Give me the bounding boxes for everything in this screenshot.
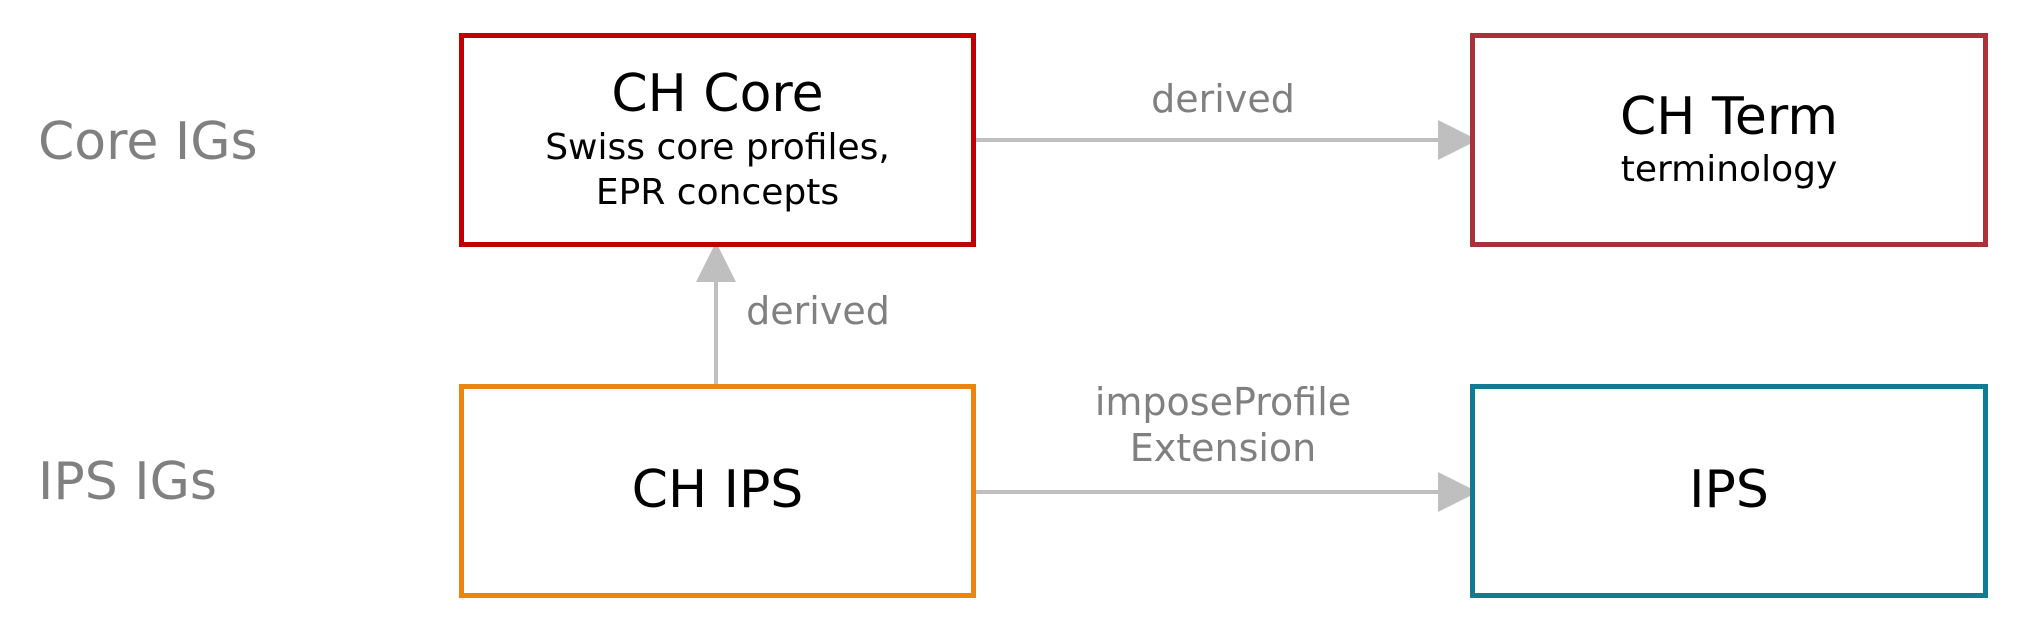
row-label-ips-igs: IPS IGs xyxy=(38,452,217,512)
node-ch-term-title: CH Term xyxy=(1620,86,1838,147)
row-label-core-igs: Core IGs xyxy=(38,112,258,172)
node-ch-core[interactable]: CH Core Swiss core profiles, EPR concept… xyxy=(459,33,976,247)
edge-label-chips-to-core: derived xyxy=(746,289,890,333)
node-ch-core-title: CH Core xyxy=(611,64,824,125)
node-ips-title: IPS xyxy=(1689,460,1769,521)
node-ips[interactable]: IPS xyxy=(1470,384,1988,598)
node-ch-core-subtitle: Swiss core profiles, EPR concepts xyxy=(545,126,890,213)
edge-label-core-to-term: derived xyxy=(1151,77,1295,121)
node-ch-ips-title: CH IPS xyxy=(631,460,804,521)
node-ch-term-subtitle: terminology xyxy=(1620,149,1838,191)
node-ch-term[interactable]: CH Term terminology xyxy=(1470,33,1988,247)
edge-label-chips-to-ips: imposeProfile Extension xyxy=(1094,380,1352,470)
node-ch-ips[interactable]: CH IPS xyxy=(459,384,976,598)
